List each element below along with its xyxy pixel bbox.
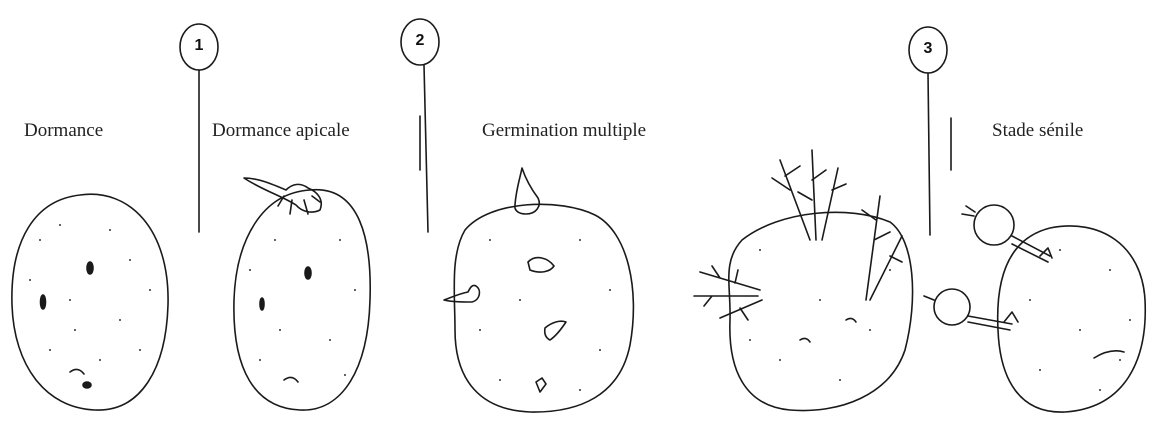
marker-2-line bbox=[424, 65, 428, 232]
lower-sprout bbox=[545, 321, 566, 340]
sprout-cluster-left bbox=[694, 266, 762, 320]
left-sprout bbox=[444, 285, 479, 302]
marker-3-number: 3 bbox=[910, 40, 946, 58]
top-sprout bbox=[515, 168, 539, 214]
marker-2-number: 2 bbox=[402, 32, 438, 50]
marker-2-group bbox=[401, 19, 439, 232]
stolon-bottom bbox=[968, 316, 1012, 330]
sprout-cluster-top bbox=[772, 150, 846, 240]
marker-3-line bbox=[928, 73, 930, 235]
stolon-top bbox=[1012, 236, 1050, 262]
apical-sprout bbox=[244, 178, 321, 212]
daughter-tuber-top bbox=[974, 205, 1014, 245]
stage-label-dormance-apicale: Dormance apicale bbox=[212, 120, 350, 142]
tuber-germination-multiple bbox=[444, 168, 633, 412]
stage-label-dormance: Dormance bbox=[24, 120, 103, 142]
tuber-branched-sprouts bbox=[694, 150, 913, 411]
stage-label-stade-senile: Stade sénile bbox=[992, 120, 1083, 142]
daughter-tuber-bottom bbox=[934, 289, 970, 325]
marker-1-number: 1 bbox=[181, 37, 217, 55]
stage-label-germination-multiple: Germination multiple bbox=[482, 120, 646, 142]
middle-eye bbox=[528, 258, 554, 272]
stipple-texture bbox=[29, 224, 1131, 391]
tuber-senile bbox=[924, 205, 1145, 412]
bottom-eye bbox=[536, 378, 546, 392]
sprout-cluster-right bbox=[862, 196, 902, 300]
tuber-dormance bbox=[12, 194, 168, 410]
marker-3-group bbox=[909, 27, 951, 235]
tuber-dormance-apicale bbox=[234, 178, 370, 410]
